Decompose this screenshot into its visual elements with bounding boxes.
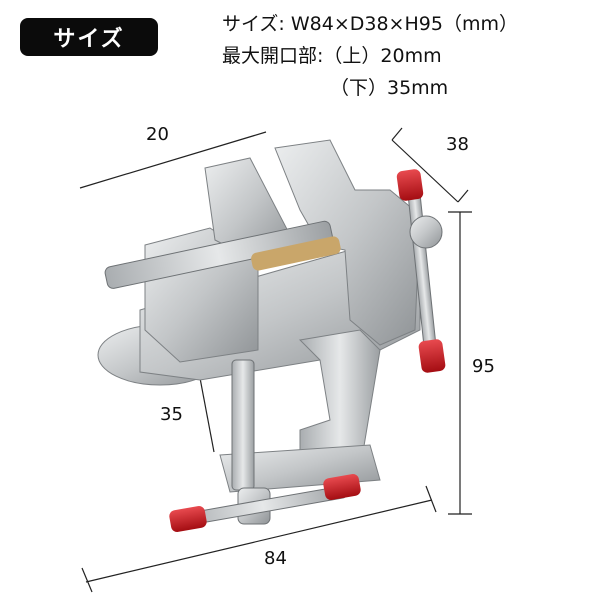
dim-base-width: 84 bbox=[264, 548, 287, 569]
dim-top-width: 20 bbox=[146, 124, 169, 145]
dimension-lines bbox=[79, 127, 472, 593]
spec-max-opening-upper: 最大開口部:（上）20mm bbox=[222, 45, 442, 67]
dim-height: 95 bbox=[472, 356, 495, 377]
clamp-screw bbox=[169, 359, 361, 533]
dim-depth: 38 bbox=[446, 134, 469, 155]
dim-lower-opening: 35 bbox=[160, 404, 183, 425]
spec-overall-size: サイズ: W84×D38×H95（mm） bbox=[222, 13, 518, 35]
spec-max-opening-lower: （下）35mm bbox=[330, 77, 449, 99]
size-badge: サイズ bbox=[20, 18, 158, 56]
top-handle bbox=[396, 169, 446, 373]
top-screw bbox=[104, 220, 341, 289]
vise-body bbox=[97, 139, 421, 493]
